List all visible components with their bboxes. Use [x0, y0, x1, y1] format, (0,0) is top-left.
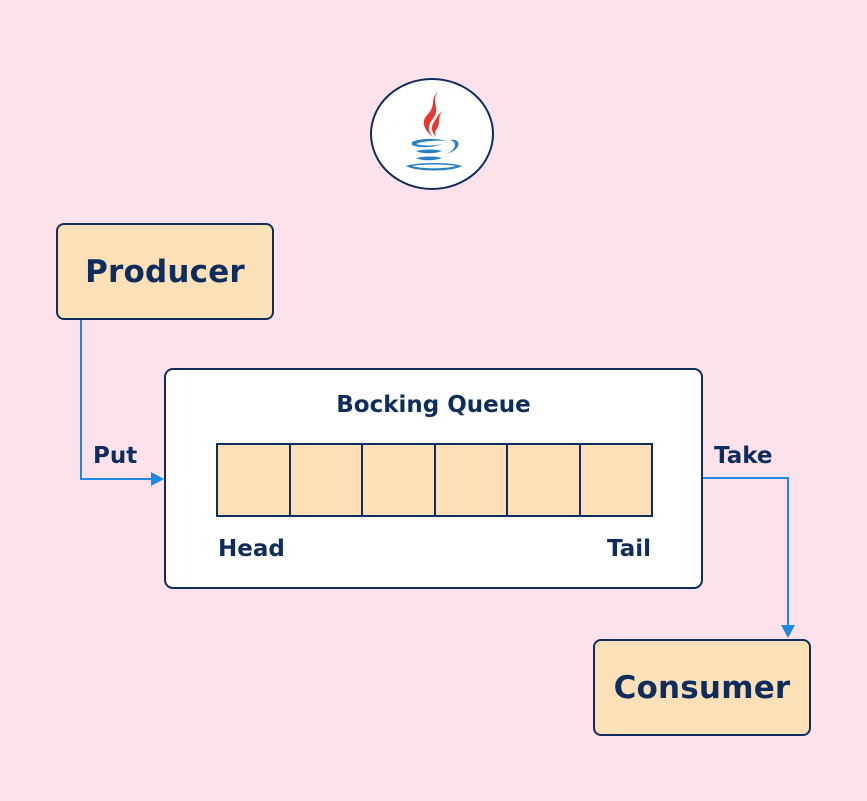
put-label: Put	[93, 443, 138, 469]
queue-cell	[578, 445, 651, 515]
queue-cell	[361, 445, 434, 515]
queue-cell	[433, 445, 506, 515]
java-coffee-cup-icon	[406, 92, 462, 171]
head-label: Head	[218, 536, 285, 562]
queue-cells	[216, 443, 653, 517]
java-logo	[370, 78, 494, 190]
producer-label: Producer	[85, 253, 245, 290]
queue-title: Bocking Queue	[336, 392, 531, 418]
tail-label: Tail	[606, 536, 651, 562]
queue-cell	[218, 445, 289, 515]
take-arrowhead-icon	[781, 625, 795, 638]
take-label: Take	[714, 443, 773, 469]
take-arrow	[703, 477, 795, 638]
queue-cell	[506, 445, 579, 515]
blocking-queue-panel: Bocking Queue Head Tail	[164, 368, 703, 589]
producer-box: Producer	[56, 223, 274, 320]
consumer-box: Consumer	[593, 639, 811, 736]
put-arrowhead-icon	[151, 472, 164, 486]
queue-cell	[288, 445, 361, 515]
consumer-label: Consumer	[613, 669, 791, 706]
